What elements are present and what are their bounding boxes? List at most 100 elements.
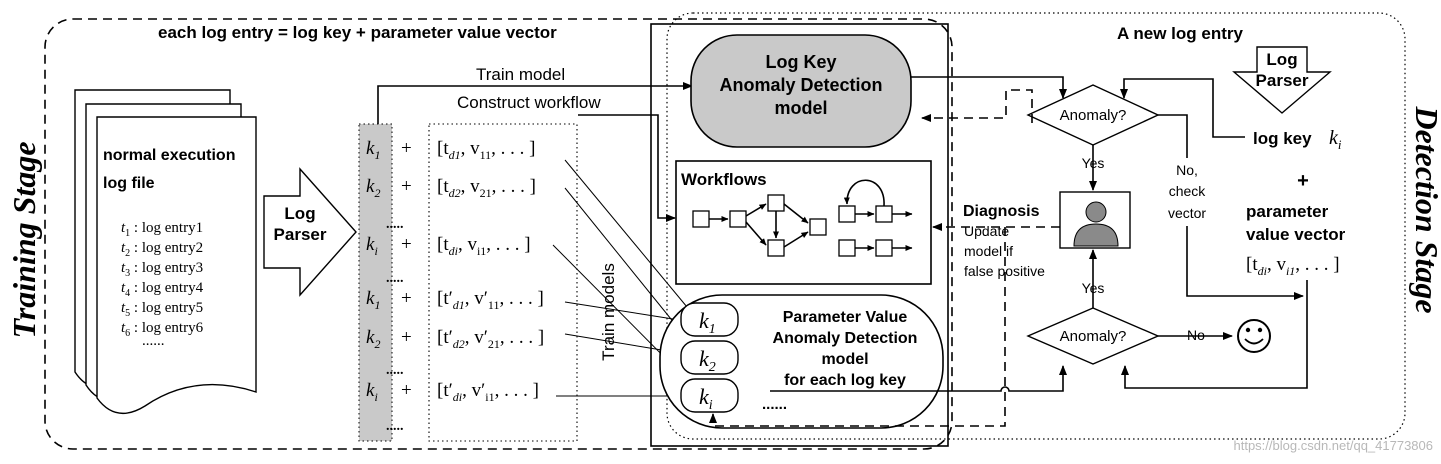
model-container xyxy=(650,23,949,447)
log-key-model-label-1: Log Key xyxy=(765,52,836,72)
row-vector-3: [tdi, vi1, . . . ] xyxy=(437,234,531,258)
row-key-3: ki xyxy=(366,234,378,258)
log-file-document xyxy=(96,116,257,415)
log-key-column xyxy=(358,123,393,442)
detect-param-1: parameter xyxy=(1246,202,1329,221)
row-key-4: k1 xyxy=(366,288,380,312)
diagnosis-line-3: false positive xyxy=(964,263,1045,279)
smiley-icon xyxy=(1237,319,1271,353)
log-entry-4: t4 : log entry4 xyxy=(121,280,204,299)
row-key-1: k1 xyxy=(366,138,380,162)
log-entry-2: t2 : log entry2 xyxy=(121,240,203,259)
parameter-vector-column xyxy=(428,123,578,442)
log-file-title-2: log file xyxy=(103,175,155,192)
workflows-title: Workflows xyxy=(681,170,767,189)
row-vector-1: [td1, v11, . . . ] xyxy=(437,138,536,162)
log-entry-6: t6 : log entry6 xyxy=(121,320,204,339)
feedback-to-logkey-arrow xyxy=(921,89,1033,123)
row-plus-1: + xyxy=(401,138,412,159)
anomaly-decision-bottom xyxy=(1026,307,1160,365)
workflow-graph xyxy=(692,179,913,257)
row-key-5: k2 xyxy=(366,327,380,351)
param-model-k1-box xyxy=(680,302,739,337)
yes-bottom-label: Yes xyxy=(1082,280,1105,296)
new-entry-parser-2: Parser xyxy=(1256,71,1309,90)
row-plus-2: + xyxy=(401,176,412,197)
log-file-title-1: normal execution xyxy=(103,147,235,164)
param-model-label-1: Parameter Value xyxy=(783,309,908,326)
param-model-label-3: model xyxy=(821,351,868,368)
diagnosis-line-1: Update xyxy=(964,223,1009,239)
detect-param-vector: [tdi, vi1, . . . ] xyxy=(1246,254,1340,278)
logkey-to-anomaly-arrow xyxy=(1120,78,1245,138)
no-check-label-1: No, xyxy=(1176,162,1198,178)
log-key-model-box xyxy=(690,34,912,148)
log-entry-3: t3 : log entry3 xyxy=(121,260,203,279)
log-key-model-label-3: model xyxy=(774,98,827,118)
logkey-model-to-anomaly-arrow xyxy=(911,76,1067,99)
param-model-key-2: k2 xyxy=(699,346,716,375)
construct-workflow-arrow xyxy=(578,114,676,222)
training-stage-label: Training Stage xyxy=(6,141,42,338)
log-key-model-label-2: Anomaly Detection xyxy=(719,75,882,95)
row-key-2: k2 xyxy=(366,176,380,200)
user-icon xyxy=(1073,201,1119,247)
param-model-k2-box xyxy=(680,340,739,375)
detect-param-2: value vector xyxy=(1246,225,1346,244)
new-entry-parser-1: Log xyxy=(1266,50,1297,69)
row-vector-5: [t′d2, v′21, . . . ] xyxy=(437,327,544,351)
param-model-key-1: k1 xyxy=(699,308,716,337)
detect-log-key-label: log key xyxy=(1253,129,1312,148)
yes-top-label: Yes xyxy=(1082,155,1105,171)
row-dots-1: ..... xyxy=(386,217,404,232)
row-dots-2: ..... xyxy=(386,271,404,286)
row-plus-4: + xyxy=(401,288,412,309)
train-model-label: Train model xyxy=(476,65,565,84)
param-model-more: ...... xyxy=(762,396,787,413)
feedback-to-param-arrow xyxy=(709,227,1006,427)
row-dots-3: ..... xyxy=(386,363,404,378)
diagnosis-line-2: model if xyxy=(964,243,1013,259)
row-plus-6: + xyxy=(401,380,412,401)
log-entry-5: t5 : log entry5 xyxy=(121,300,203,319)
new-entry-parser-icon xyxy=(1232,46,1332,114)
no-check-label-2: check xyxy=(1169,183,1207,199)
row-plus-3: + xyxy=(401,234,412,255)
log-entry-1: t1 : log entry1 xyxy=(121,220,203,239)
new-log-entry-label: A new log entry xyxy=(1117,24,1243,43)
param-model-keys: k1 k2 ki xyxy=(699,308,716,413)
log-parser-arrow-icon xyxy=(263,167,357,297)
anomaly-bottom-label: Anomaly? xyxy=(1060,328,1127,345)
row-key-6: ki xyxy=(366,380,378,404)
row-vector-2: [td2, v21, . . . ] xyxy=(437,176,536,200)
anomaly-top-label: Anomaly? xyxy=(1060,107,1127,124)
row-plus-5: + xyxy=(401,327,412,348)
param-model-key-3: ki xyxy=(699,384,713,413)
vector-to-anomaly-arrow xyxy=(1121,280,1308,389)
row-dots-4: ..... xyxy=(386,419,404,434)
detection-stage-boundary xyxy=(666,12,1406,440)
row-vector-6: [t′di, v′i1, . . . ] xyxy=(437,380,539,404)
top-formula: each log entry = log key + parameter val… xyxy=(158,23,557,42)
watermark: https://blog.csdn.net/qq_41773806 xyxy=(1234,438,1434,453)
key-value-rows: k1 + [td1, v11, . . . ] k2 + [td2, v21, . . .… xyxy=(366,138,544,404)
param-model-to-anomaly-arrow xyxy=(770,365,1067,392)
log-parser-label-1: Log xyxy=(284,204,315,223)
param-model-label-2: Anomaly Detection xyxy=(773,330,918,347)
detection-stage-label: Detection Stage xyxy=(1409,105,1441,313)
detect-plus: + xyxy=(1297,170,1309,192)
training-stage-boundary xyxy=(44,18,953,450)
log-parser-label-2: Parser xyxy=(274,225,327,244)
param-model-label-4: for each log key xyxy=(784,372,906,389)
detect-log-key-var: ki xyxy=(1329,127,1342,152)
no-check-label-3: vector xyxy=(1168,205,1206,221)
train-models-label: Train models xyxy=(599,263,618,361)
no-label: No xyxy=(1187,327,1205,343)
construct-workflow-label: Construct workflow xyxy=(457,93,601,112)
train-model-arrow xyxy=(377,82,693,124)
param-model-ki-box xyxy=(680,378,739,413)
log-file-stack xyxy=(74,89,257,415)
log-file-ellipsis: ...... xyxy=(142,333,165,349)
